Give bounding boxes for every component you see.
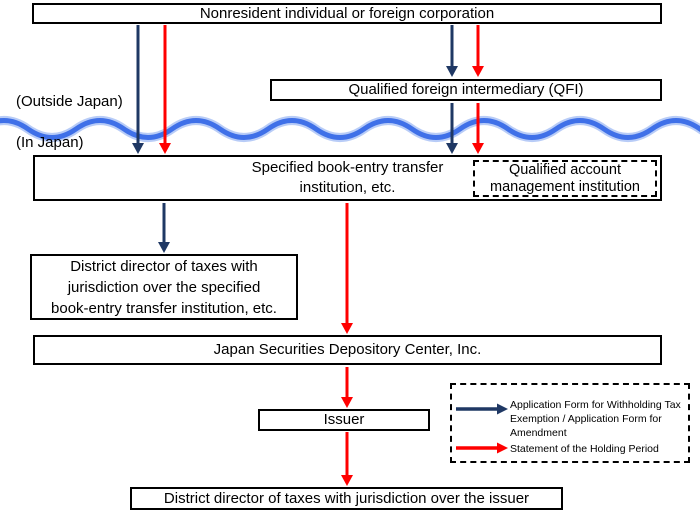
node-jsdc: Japan Securities Depository Center, Inc. <box>33 335 662 365</box>
japan-border-wave <box>0 116 700 142</box>
legend-item-holding-period: Statement of the Holding Period <box>510 442 688 456</box>
in-japan-label: (In Japan) <box>16 134 84 151</box>
node-nonresident-label: Nonresident individual or foreign corpor… <box>199 4 495 22</box>
node-district-specified-line2: jurisdiction over the specified <box>67 278 261 296</box>
wave-line <box>0 118 700 140</box>
legend-item-holding-period-line1: Statement of the Holding Period <box>510 443 659 455</box>
node-qfi-label: Qualified foreign intermediary (QFI) <box>348 81 584 98</box>
node-district-specified-line3: book-entry transfer institution, etc. <box>51 299 277 317</box>
legend-box: Application Form for Withholding Tax Exe… <box>450 383 690 463</box>
node-qualified-account: Qualified account management institution <box>473 160 657 197</box>
node-district-issuer-label: District director of taxes with jurisdic… <box>163 489 530 507</box>
node-qualified-account-line2: management institution <box>490 178 640 195</box>
legend-item-application-form-line2: Exemption / Application Form for <box>510 413 662 425</box>
node-jsdc-label: Japan Securities Depository Center, Inc. <box>213 341 482 358</box>
arrow-qfi-to-book-entry-red <box>472 103 484 154</box>
node-district-specified-line1: District director of taxes with <box>70 257 258 275</box>
node-book-entry-line1: Specified book-entry transfer <box>251 159 444 176</box>
node-nonresident: Nonresident individual or foreign corpor… <box>32 3 662 24</box>
node-issuer-label: Issuer <box>323 411 365 428</box>
node-district-issuer: District director of taxes with jurisdic… <box>130 487 563 510</box>
legend-item-application-form: Application Form for Withholding Tax Exe… <box>510 398 688 440</box>
node-qfi: Qualified foreign intermediary (QFI) <box>270 79 662 101</box>
arrow-qfi-to-book-entry-navy <box>446 103 458 154</box>
arrow-jsdc-to-issuer-red <box>341 367 353 408</box>
arrow-nonresident-to-book-entry-red <box>159 25 171 154</box>
arrow-issuer-to-district-issuer-red <box>341 432 353 486</box>
arrow-nonresident-to-book-entry-navy <box>132 25 144 154</box>
legend-item-application-form-line3: Amendment <box>510 427 567 439</box>
legend-item-application-form-line1: Application Form for Withholding Tax <box>510 399 681 411</box>
node-district-specified: District director of taxes with jurisdic… <box>30 254 298 320</box>
arrow-nonresident-to-qfi-navy <box>446 25 458 77</box>
arrow-book-entry-to-district-navy <box>158 203 170 253</box>
legend-navy-arrow-icon <box>456 403 508 415</box>
node-qualified-account-line1: Qualified account <box>508 161 622 178</box>
arrow-nonresident-to-qfi-red <box>472 25 484 77</box>
node-issuer: Issuer <box>258 409 430 431</box>
arrow-book-entry-to-jsdc-red <box>341 203 353 334</box>
legend-red-arrow-icon <box>456 442 508 454</box>
outside-japan-label: (Outside Japan) <box>16 93 123 110</box>
node-book-entry-line2: institution, etc. <box>299 179 396 196</box>
